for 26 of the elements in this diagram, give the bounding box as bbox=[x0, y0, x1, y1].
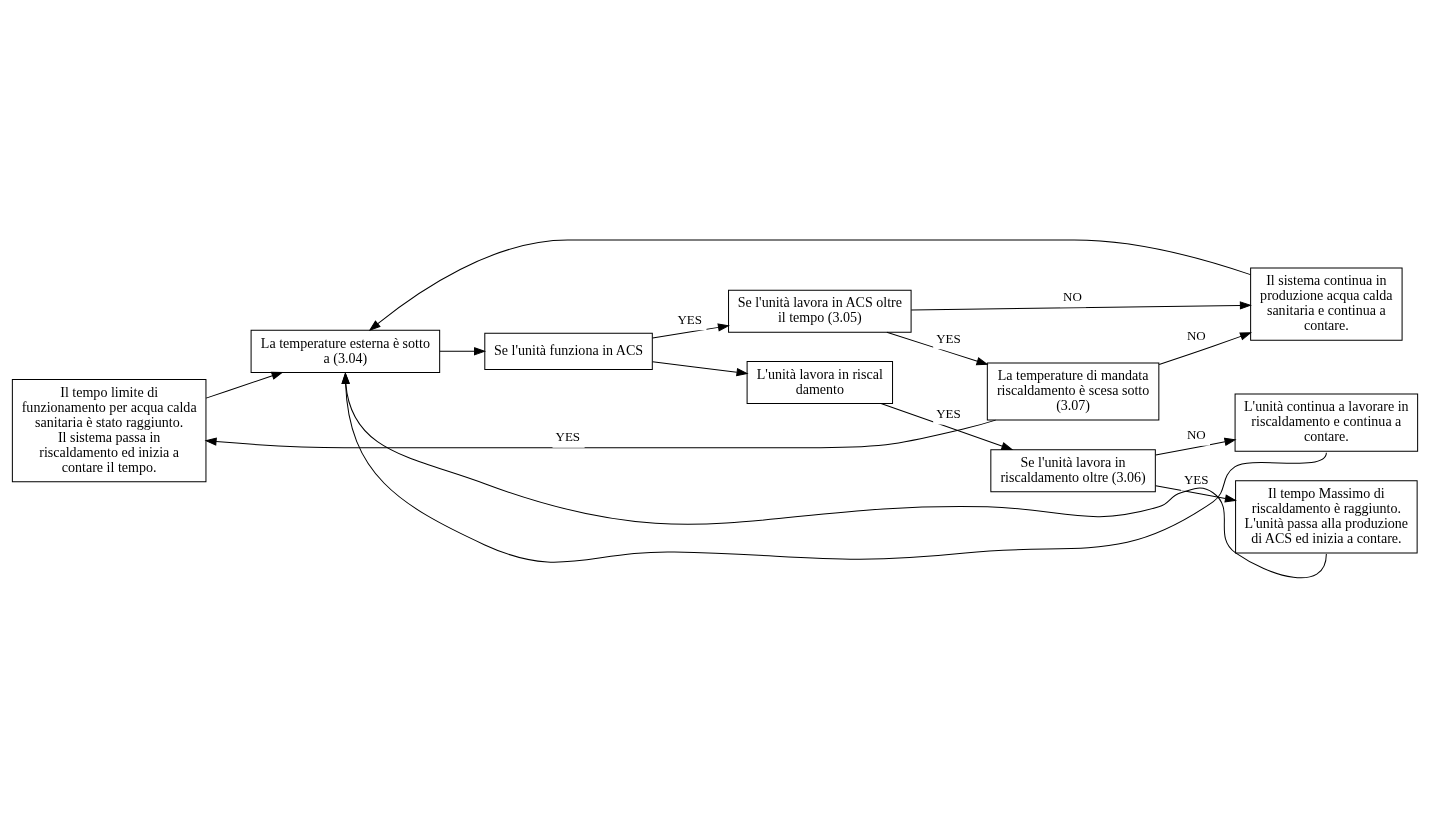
node-box: Il sistema continua in produzione acqua calda sanitaria e continua a contare. bbox=[1250, 267, 1403, 341]
edge-label: NO bbox=[1063, 288, 1082, 304]
node-box: Il tempo limite di funzionamento per acqua calda sanitaria è stato raggiunto. Il sistema passa in riscaldamento ed inizia a contare il tempo. bbox=[11, 378, 207, 483]
node-box: Se l'unità funziona in ACS bbox=[484, 332, 653, 370]
arrow bbox=[1155, 485, 1236, 503]
node-box: La temperature esterna è sotto a (3.04) bbox=[250, 329, 441, 373]
node-box: Il tempo Massimo di riscaldamento è raggiunto. L'unità passa alla produzione di ACS ed inizia a contare. bbox=[1235, 480, 1418, 554]
arrow bbox=[910, 301, 1251, 311]
node-box: Se l'unità lavora in ACS oltre il tempo (3.05) bbox=[728, 289, 912, 333]
edge-label: YES bbox=[677, 311, 702, 327]
node-box: Se l'unità lavora in riscaldamento oltre (3.06) bbox=[990, 449, 1156, 493]
edge-label: YES bbox=[936, 330, 961, 346]
arrow bbox=[1155, 437, 1236, 456]
arrow bbox=[1158, 332, 1252, 365]
arrow bbox=[439, 347, 486, 356]
edge-label: NO bbox=[1186, 427, 1206, 443]
node-box: L'unità lavora in riscal damento bbox=[746, 360, 894, 404]
edge-label: NO bbox=[1186, 327, 1206, 343]
arrow bbox=[652, 323, 729, 339]
arrow bbox=[205, 371, 283, 399]
node-box: La temperature di mandata riscaldamento è scesa sotto (3.07) bbox=[986, 362, 1160, 421]
edge-label: YES bbox=[555, 429, 581, 445]
edge-label: YES bbox=[936, 405, 961, 421]
arrow bbox=[652, 361, 748, 377]
edge-label: YES bbox=[1183, 472, 1209, 488]
node-box: L'unità continua a lavorare in riscaldamento e continua a contare. bbox=[1234, 393, 1419, 452]
